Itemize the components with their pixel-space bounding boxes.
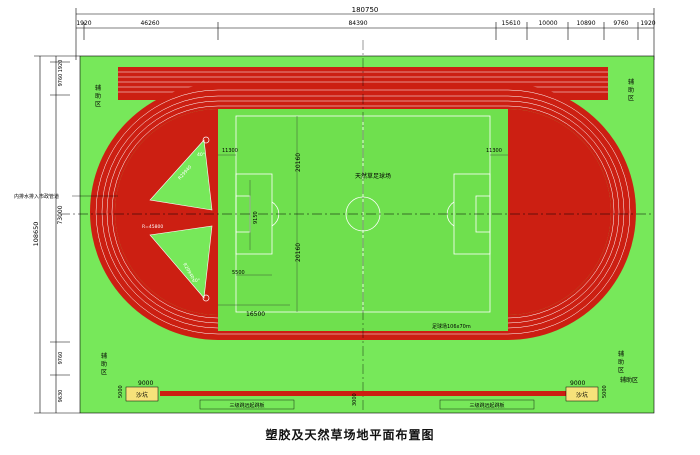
dim-left-seg-5: 9630 <box>58 390 64 403</box>
penalty-depth-dim: 16500 <box>246 311 265 318</box>
sand-width-right: 9000 <box>570 380 585 387</box>
angle-label-top: 40° <box>197 152 205 158</box>
top-dimension-chain <box>75 8 655 60</box>
svg-text:辅: 辅 <box>618 350 624 358</box>
aux-area-label: 辅助区 <box>620 376 638 384</box>
penalty-top-dim-right: 11300 <box>486 148 502 154</box>
svg-text:区: 区 <box>618 367 624 374</box>
dim-overall-height: 108650 <box>32 222 40 247</box>
drawing-title: 塑胶及天然草场地平面布置图 <box>265 428 435 442</box>
runway-dim: 3000 <box>352 393 358 406</box>
dim-top-seg-6: 10890 <box>576 20 595 27</box>
throw-circle-bottom <box>202 294 210 302</box>
svg-text:区: 区 <box>95 101 101 108</box>
angle-label-bottom: 40° <box>192 278 200 284</box>
aux-area-top-left: 辅助区 <box>95 84 101 108</box>
center-circle-dim: 9150 <box>253 211 259 224</box>
runway-label-right: 三级跳远起跳板 <box>469 402 504 409</box>
aux-area-bottom-right: 辅助区 <box>618 350 624 374</box>
dim-left-seg-2: 9760 <box>58 74 64 87</box>
svg-text:助: 助 <box>618 358 624 366</box>
left-dimension-chain <box>34 55 80 414</box>
svg-text:区: 区 <box>101 369 107 376</box>
left-d-green-sector-top <box>149 139 213 211</box>
aux-area-top-right: 辅助区 <box>628 78 634 102</box>
dim-top-seg-1: 1920 <box>76 20 91 27</box>
runway-label-left: 三级跳远起跳板 <box>229 402 264 409</box>
dim-overall-width: 180750 <box>352 6 379 14</box>
runway-takeoff-board-right: 三级跳远起跳板 <box>439 399 535 410</box>
sand-depth-right: 5000 <box>602 385 608 398</box>
sand-depth-left: 5000 <box>118 385 124 398</box>
sandpit-right <box>565 386 599 402</box>
sandpit-right-label: 沙坑 <box>576 391 588 399</box>
dim-top-seg-4: 15610 <box>501 20 520 27</box>
shot-radius-label: R=45800 <box>142 224 163 230</box>
svg-text:辅: 辅 <box>628 78 634 86</box>
dim-top-seg-7: 9760 <box>613 20 628 27</box>
dim-left-seg-1: 1920 <box>58 60 64 73</box>
dim-top-seg-3: 84390 <box>348 20 367 27</box>
sandpit-left-label: 沙坑 <box>136 391 148 399</box>
svg-text:辅: 辅 <box>101 352 107 360</box>
throw-circle-top <box>202 136 210 144</box>
svg-text:辅: 辅 <box>95 84 101 92</box>
svg-text:区: 区 <box>628 95 634 102</box>
field-name-label: 天然草足球场 <box>355 172 391 180</box>
svg-text:助: 助 <box>101 360 107 368</box>
right-d-surface <box>508 109 611 315</box>
penalty-width-dim: 5500 <box>232 270 245 276</box>
dim-left-seg-4: 9760 <box>58 352 64 365</box>
sand-width-left: 9000 <box>138 380 153 387</box>
sandpit-left <box>125 386 159 402</box>
center-dim-upper: 20160 <box>295 153 302 172</box>
penalty-top-dim-left: 11300 <box>222 148 238 154</box>
svg-text:助: 助 <box>628 86 634 94</box>
dim-top-seg-2: 46260 <box>140 20 159 27</box>
drain-label: 内排水排入市政管道 <box>14 193 59 200</box>
aux-area-bottom-left: 辅助区 <box>101 352 107 376</box>
field-size-label: 足球场106x70m <box>432 323 471 330</box>
dim-top-seg-8: 1920 <box>640 20 655 27</box>
svg-text:助: 助 <box>95 92 101 100</box>
center-dim-lower: 20160 <box>295 243 302 262</box>
left-d-green-sector-bottom <box>149 225 213 299</box>
dim-left-seg-3: 73000 <box>57 205 64 224</box>
jump-runway <box>160 391 572 396</box>
runway-takeoff-board-left: 三级跳远起跳板 <box>199 399 295 410</box>
dim-top-seg-5: 10000 <box>538 20 557 27</box>
